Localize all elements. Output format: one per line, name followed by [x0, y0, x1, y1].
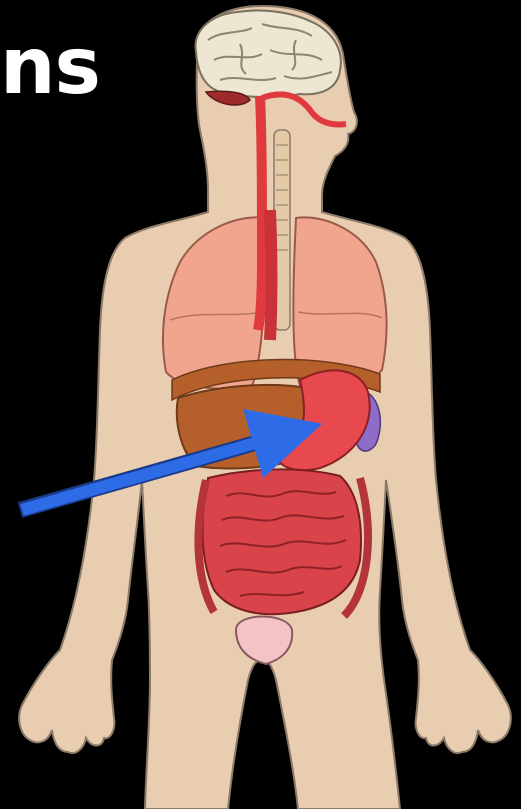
brain — [195, 10, 340, 105]
